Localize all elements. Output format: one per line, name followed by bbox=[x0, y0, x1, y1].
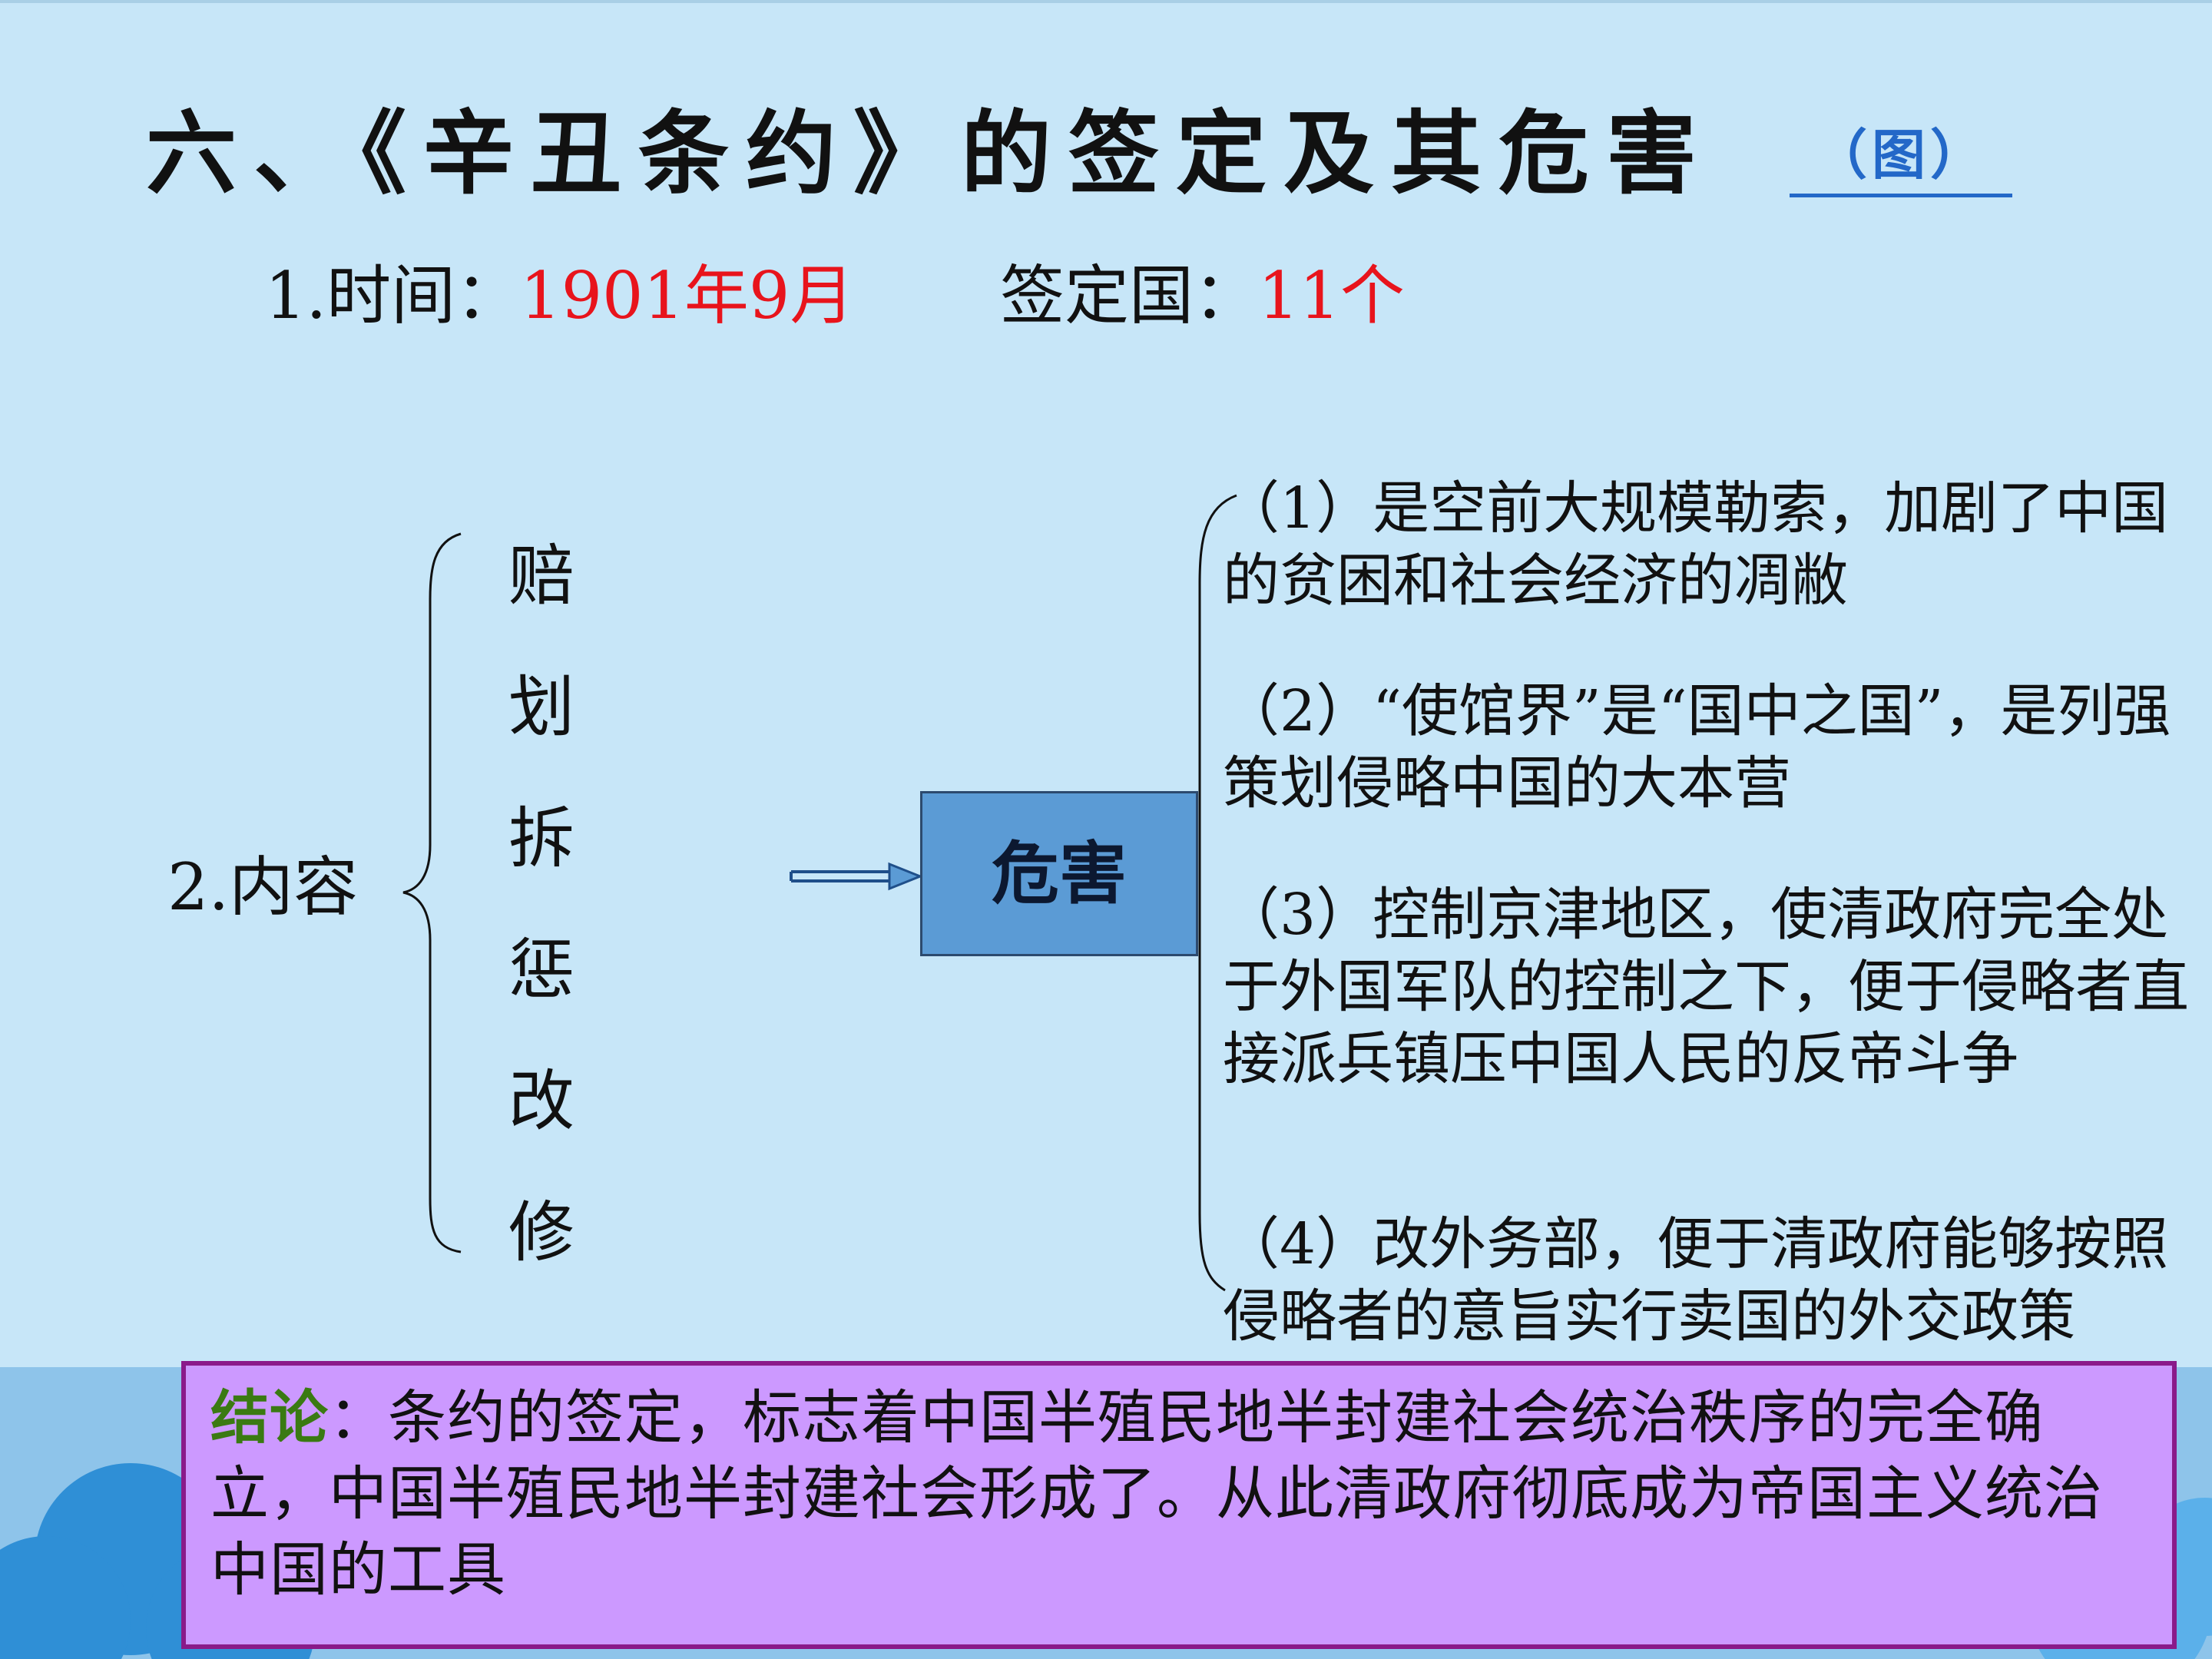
countries-info: 签定国：11个 bbox=[1000, 253, 1405, 338]
content-item: 惩 bbox=[508, 932, 575, 1008]
content-item: 划 bbox=[508, 669, 575, 746]
harm-right-brace bbox=[1198, 494, 1237, 1292]
conclusion-tag: 结论 bbox=[210, 1383, 329, 1452]
time-info: 1.时间：1901年9月 bbox=[265, 253, 854, 338]
content-item: 改 bbox=[508, 1063, 575, 1140]
content-item: 赔 bbox=[508, 538, 575, 614]
time-label: 1.时间： bbox=[265, 258, 521, 333]
conclusion-box: 结论：条约的签定，标志着中国半殖民地半封建社会统治秩序的完全确立，中国半殖民地半… bbox=[181, 1361, 2177, 1649]
harm-effect-3: （3）控制京津地区，使清政府完全处于外国军队的控制之下，便于侵略者直接派兵镇压中… bbox=[1223, 882, 2189, 1092]
harm-effect-4: （4）改外务部，便于清政府能够按照侵略者的意旨实行卖国的外交政策 bbox=[1223, 1211, 2169, 1349]
harm-effect-2: （2）“使馆界”是“国中之国”，是列强策划侵略中国的大本营 bbox=[1223, 678, 2171, 816]
arrow-to-harm bbox=[790, 862, 924, 891]
conclusion-text: ：条约的签定，标志着中国半殖民地半封建社会统治秩序的完全确立，中国半殖民地半封建… bbox=[210, 1383, 2103, 1604]
content-item: 修 bbox=[508, 1194, 575, 1271]
content-label: 2.内容 bbox=[167, 849, 359, 925]
time-value: 1901年9月 bbox=[520, 258, 855, 333]
countries-value: 11个 bbox=[1258, 258, 1405, 333]
content-items: 赔 划 拆 惩 改 修 bbox=[499, 522, 584, 1310]
countries-label: 签定国： bbox=[1000, 258, 1259, 333]
harm-effect-1: （1）是空前大规模勒索，加剧了中国的贫困和社会经济的凋敝 bbox=[1223, 475, 2169, 614]
figure-link[interactable]: （图） bbox=[1790, 117, 2012, 197]
slide-title: 六、《辛丑条约》的签定及其危害 bbox=[146, 101, 1714, 207]
content-left-brace bbox=[402, 532, 462, 1253]
harm-box: 危害 bbox=[920, 791, 1198, 956]
slide-top-edge bbox=[0, 0, 2212, 3]
content-item: 拆 bbox=[508, 800, 575, 877]
